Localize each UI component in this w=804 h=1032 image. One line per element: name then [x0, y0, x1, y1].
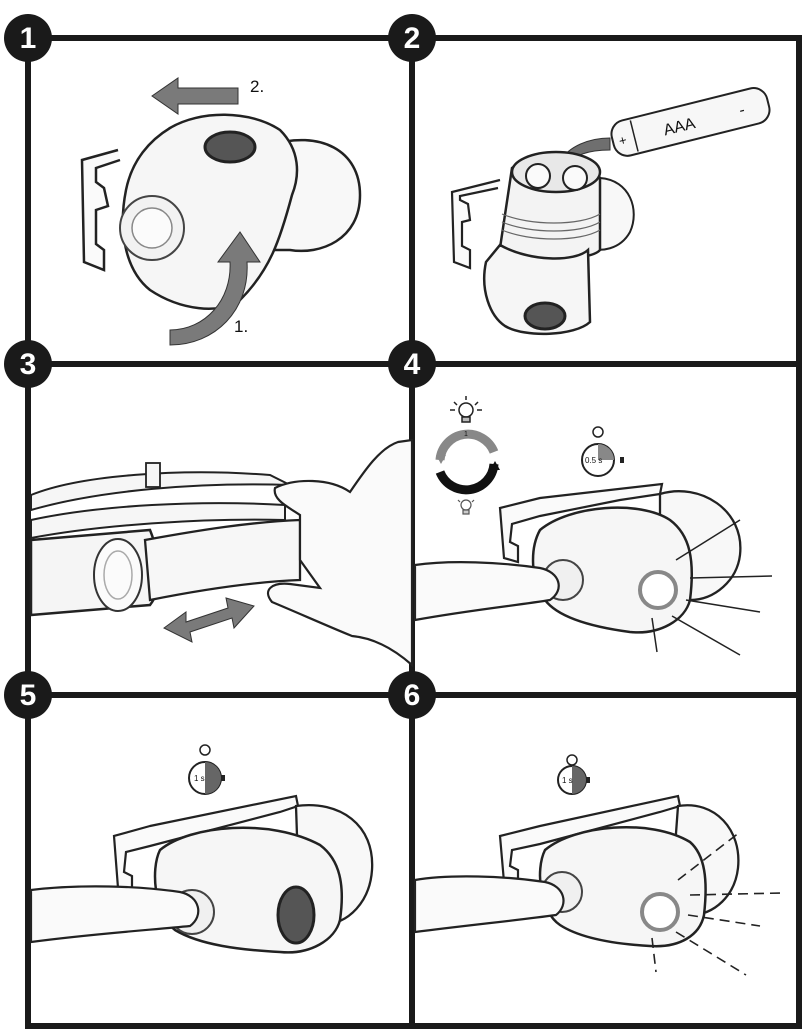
headband-clip [112, 794, 300, 894]
rotate-arrow-icon [169, 231, 261, 346]
lens [93, 538, 143, 612]
headband-clip [80, 148, 121, 272]
lens [276, 885, 316, 945]
rotate-arrow-label: 1. [234, 317, 248, 336]
lens [203, 130, 257, 164]
tube-ribs [501, 213, 601, 240]
hand [266, 438, 414, 668]
timer-icon [581, 426, 624, 477]
headband-clip [498, 794, 682, 888]
panel-6: 1 s [413, 754, 783, 976]
step-badge-3: 3 [4, 340, 52, 388]
panel-2: + AAA - [450, 87, 771, 336]
timer-label: 1 s [562, 776, 573, 785]
panel-5: 1 s [29, 744, 374, 954]
headband-adjuster [143, 518, 302, 602]
finger [413, 561, 560, 622]
lamp-housing [153, 826, 344, 954]
finger [29, 885, 200, 944]
strap-buckle [145, 462, 161, 488]
step-badge-2: 2 [388, 14, 436, 62]
panel-3 [29, 438, 414, 668]
step-badges: 1 2 3 4 5 6 [4, 14, 436, 719]
step-badge-4: 4 [388, 340, 436, 388]
panel-1: 2. 1. [80, 77, 362, 346]
battery-plus: + [617, 132, 628, 148]
step-badge-5: 5 [4, 671, 52, 719]
step-number-6: 6 [404, 679, 421, 712]
headband-clip [498, 482, 664, 564]
battery-slot-left [525, 163, 551, 189]
step-number-1: 1 [20, 22, 37, 55]
step-number-5: 5 [20, 679, 37, 712]
lens-inner [103, 550, 133, 600]
step-number-2: 2 [404, 22, 421, 55]
panel-4: 1 2 0.5 s [413, 396, 773, 656]
step-number-4: 4 [404, 348, 421, 381]
headband-clip [450, 178, 501, 270]
mode-cycle-ring [435, 429, 500, 495]
step-number-3: 3 [20, 348, 37, 381]
timer-label: 1 s [194, 774, 205, 783]
compartment-opening [510, 150, 602, 194]
lens-lit [640, 892, 680, 932]
light-rays-dashed [651, 831, 783, 976]
timer-icon [188, 744, 225, 795]
mode-2-label: 2 [464, 486, 468, 493]
battery-minus: - [737, 102, 746, 120]
step-badge-6: 6 [388, 671, 436, 719]
timer-label: 0.5 s [585, 456, 602, 465]
light-rays [651, 519, 773, 656]
dim-mode-icon [457, 499, 475, 515]
lens-lit [638, 570, 678, 610]
finger [413, 875, 565, 934]
step-badge-1: 1 [4, 14, 52, 62]
adjust-arrow-icon [163, 597, 255, 643]
bright-mode-icon [450, 396, 482, 423]
power-button-inner [131, 207, 173, 249]
slide-arrow-label: 2. [250, 77, 264, 96]
lens [523, 301, 567, 331]
timer-icon [557, 754, 590, 795]
battery-slot-right [562, 165, 588, 191]
panel-6-frame [409, 692, 802, 1029]
slide-arrow-icon [151, 77, 239, 115]
aaa-battery: + AAA - [610, 87, 771, 157]
mode-1-label: 1 [464, 431, 468, 438]
